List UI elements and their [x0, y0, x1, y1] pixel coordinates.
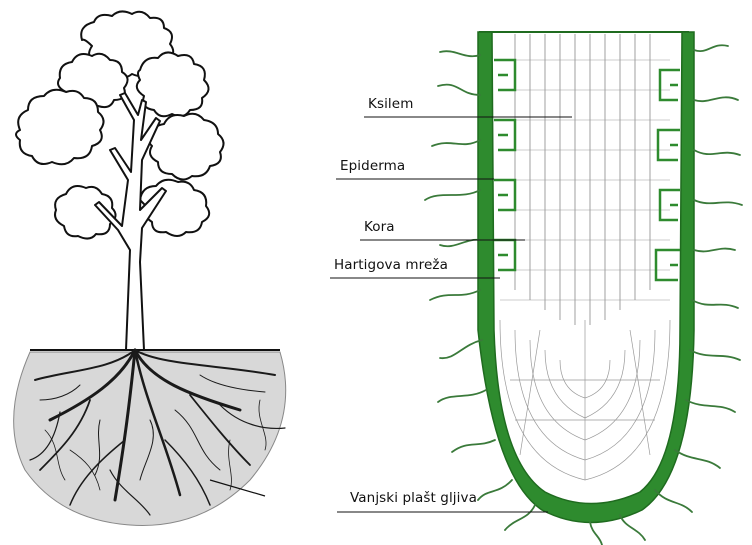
label-fungal-mantle: Vanjski plašt gljiva	[350, 490, 477, 506]
soil-area	[14, 352, 286, 525]
tree-crown-middle-left	[16, 90, 104, 165]
label-xylem: Ksilem	[368, 96, 413, 112]
tree-illustration	[16, 11, 224, 350]
label-cortex: Kora	[364, 219, 395, 235]
label-epidermis: Epiderma	[340, 158, 405, 174]
tree-crown-middle-right	[149, 114, 223, 180]
tree-crown-upper-right	[137, 52, 209, 116]
label-hartig-net: Hartigova mreža	[334, 257, 448, 273]
root-system	[14, 350, 286, 525]
